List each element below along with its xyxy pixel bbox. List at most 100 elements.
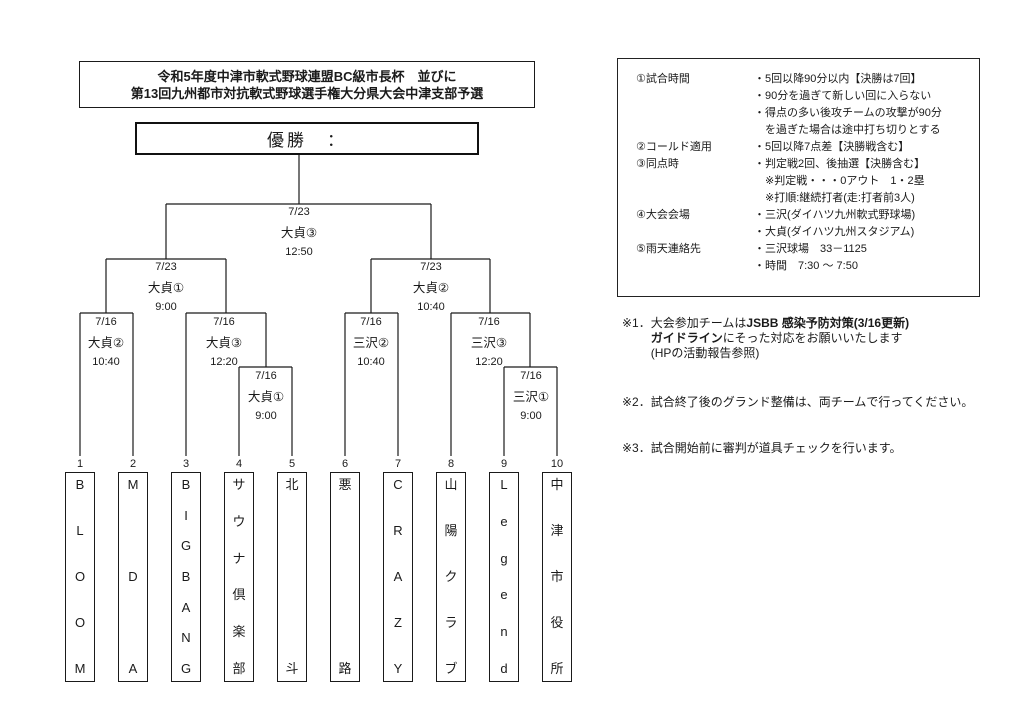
rule-row-venues: ④大会会場 ・三沢(ダイハツ九州軟式野球場) ・大貞(ダイハツ九州スタジアム) — [636, 207, 971, 241]
match-semifinal-left: 7/23 大貞① 9:00 — [148, 261, 184, 314]
team-seed-6: 6 悪路 — [330, 458, 360, 682]
match-round1-left-a: 7/16 大貞② 10:40 — [88, 316, 124, 369]
team-number: 10 — [550, 458, 564, 470]
match-time: 10:40 — [417, 301, 445, 313]
match-date: 7/16 — [213, 316, 235, 328]
team-number: 4 — [235, 458, 243, 470]
match-time: 12:20 — [210, 356, 238, 368]
rule-label: ③同点時 — [636, 158, 679, 170]
match-date: 7/23 — [288, 206, 310, 218]
champion-box: 優勝 ： — [135, 122, 479, 155]
match-venue: 三沢① — [512, 390, 550, 404]
bracket-lines — [79, 155, 558, 456]
note-line: (HPの活動報告参照) — [650, 346, 760, 360]
rule-label: ②コールド適用 — [636, 141, 712, 153]
match-round1-left-c: 7/16 大貞① 9:00 — [248, 370, 284, 423]
team-seed-5: 5 北斗 — [277, 458, 307, 682]
team-number: 1 — [76, 458, 84, 470]
team-name-box: 山陽クラブ — [436, 472, 466, 682]
team-number: 7 — [394, 458, 402, 470]
note-line: 試合開始前に審判が道具チェックを行います。 — [650, 441, 902, 455]
rule-line: ・大貞(ダイハツ九州スタジアム) — [754, 226, 915, 238]
team-number: 5 — [288, 458, 296, 470]
match-date: 7/23 — [420, 261, 442, 273]
note-line: ガイドラインにそった対応をお願いいたします — [650, 331, 903, 345]
rule-line: ※打順:継続打者(走:打者前3人) — [754, 192, 915, 204]
tournament-title-line2: 第13回九州都市対抗軟式野球選手権大分県大会中津支部予選 — [130, 85, 484, 101]
rule-line: ・90分を過ぎて新しい回に入らない — [754, 90, 932, 102]
team-seed-4: 4 サウナ倶楽部 — [224, 458, 254, 682]
match-time: 12:20 — [475, 356, 503, 368]
match-round1-right-b: 7/16 三沢③ 12:20 — [471, 316, 507, 369]
rule-line: ・得点の多い後攻チームの攻撃が90分 — [754, 107, 942, 119]
rule-label: ①試合時間 — [636, 73, 690, 85]
team-name-box: 中津市役所 — [542, 472, 572, 682]
note-3: ※3． 試合開始前に審判が道具チェックを行います。 — [622, 441, 1022, 456]
match-time: 9:00 — [155, 301, 177, 313]
team-seed-8: 8 山陽クラブ — [436, 458, 466, 682]
match-semifinal-right: 7/23 大貞② 10:40 — [413, 261, 449, 314]
team-number: 3 — [182, 458, 190, 470]
rule-line: ・時間 7:30 ～ 7:50 — [754, 260, 858, 272]
rules-panel: ①試合時間 ・5回以降90分以内【決勝は7回】 ・90分を過ぎて新しい回に入らな… — [617, 58, 980, 297]
match-venue: 大貞① — [247, 390, 285, 404]
tournament-title-box: 令和5年度中津市軟式野球連盟BC級市長杯 並びに 第13回九州都市対抗軟式野球選… — [79, 61, 535, 108]
rule-row-rain-contact: ⑤雨天連絡先 ・三沢球場 33－1125 ・時間 7:30 ～ 7:50 — [636, 241, 971, 275]
match-venue: 大貞③ — [280, 226, 318, 240]
rule-label: ④大会会場 — [636, 209, 690, 221]
team-number: 6 — [341, 458, 349, 470]
match-time: 10:40 — [92, 356, 120, 368]
team-name-box: 悪路 — [330, 472, 360, 682]
match-date: 7/16 — [478, 316, 500, 328]
note-1: ※1． 大会参加チームはJSBB 感染予防対策(3/16更新) ガイドラインにそ… — [622, 316, 1002, 361]
match-round1-left-b: 7/16 大貞③ 12:20 — [206, 316, 242, 369]
note-marker: ※1． — [622, 316, 651, 330]
match-date: 7/16 — [255, 370, 277, 382]
team-seed-10: 10 中津市役所 — [542, 458, 572, 682]
match-round1-right-c: 7/16 三沢① 9:00 — [513, 370, 549, 423]
team-number: 9 — [500, 458, 508, 470]
rule-row-game-time: ①試合時間 ・5回以降90分以内【決勝は7回】 ・90分を過ぎて新しい回に入らな… — [636, 71, 971, 139]
rule-line: ・5回以降7点差【決勝戦含む】 — [754, 141, 910, 153]
note-marker: ※3． — [622, 441, 651, 455]
rule-row-tie: ③同点時 ・判定戦2回、後抽選【決勝含む】 ※判定戦・・・0アウト 1・2塁 ※… — [636, 156, 971, 207]
match-venue: 大貞② — [87, 336, 125, 350]
note-2: ※2． 試合終了後のグランド整備は、両チームで行ってください。 — [622, 395, 1022, 410]
rule-line: を過ぎた場合は途中打ち切りとする — [754, 124, 941, 136]
rule-line: ※判定戦・・・0アウト 1・2塁 — [754, 175, 925, 187]
match-round1-right-a: 7/16 三沢② 10:40 — [353, 316, 389, 369]
match-time: 12:50 — [285, 246, 313, 258]
team-number: 2 — [129, 458, 137, 470]
match-date: 7/16 — [95, 316, 117, 328]
rule-line: ・三沢球場 33－1125 — [754, 243, 867, 255]
match-venue: 三沢③ — [470, 336, 508, 350]
match-time: 9:00 — [255, 410, 277, 422]
match-date: 7/16 — [360, 316, 382, 328]
team-number: 8 — [447, 458, 455, 470]
note-line: 大会参加チームはJSBB 感染予防対策(3/16更新) — [650, 316, 910, 330]
match-venue: 大貞③ — [205, 336, 243, 350]
rule-line: ・判定戦2回、後抽選【決勝含む】 — [754, 158, 926, 170]
match-time: 10:40 — [357, 356, 385, 368]
note-marker: ※2． — [622, 395, 651, 409]
rule-line: ・三沢(ダイハツ九州軟式野球場) — [754, 209, 916, 221]
match-venue: 大貞② — [412, 281, 450, 295]
note-line: 試合終了後のグランド整備は、両チームで行ってください。 — [650, 395, 974, 409]
tournament-title-line1: 令和5年度中津市軟式野球連盟BC級市長杯 並びに — [157, 68, 457, 84]
match-date: 7/16 — [520, 370, 542, 382]
match-time: 9:00 — [520, 410, 542, 422]
team-name-box: サウナ倶楽部 — [224, 472, 254, 682]
champion-label: 優勝 ： — [267, 131, 347, 150]
match-venue: 大貞① — [147, 281, 185, 295]
rule-label: ⑤雨天連絡先 — [636, 243, 701, 255]
